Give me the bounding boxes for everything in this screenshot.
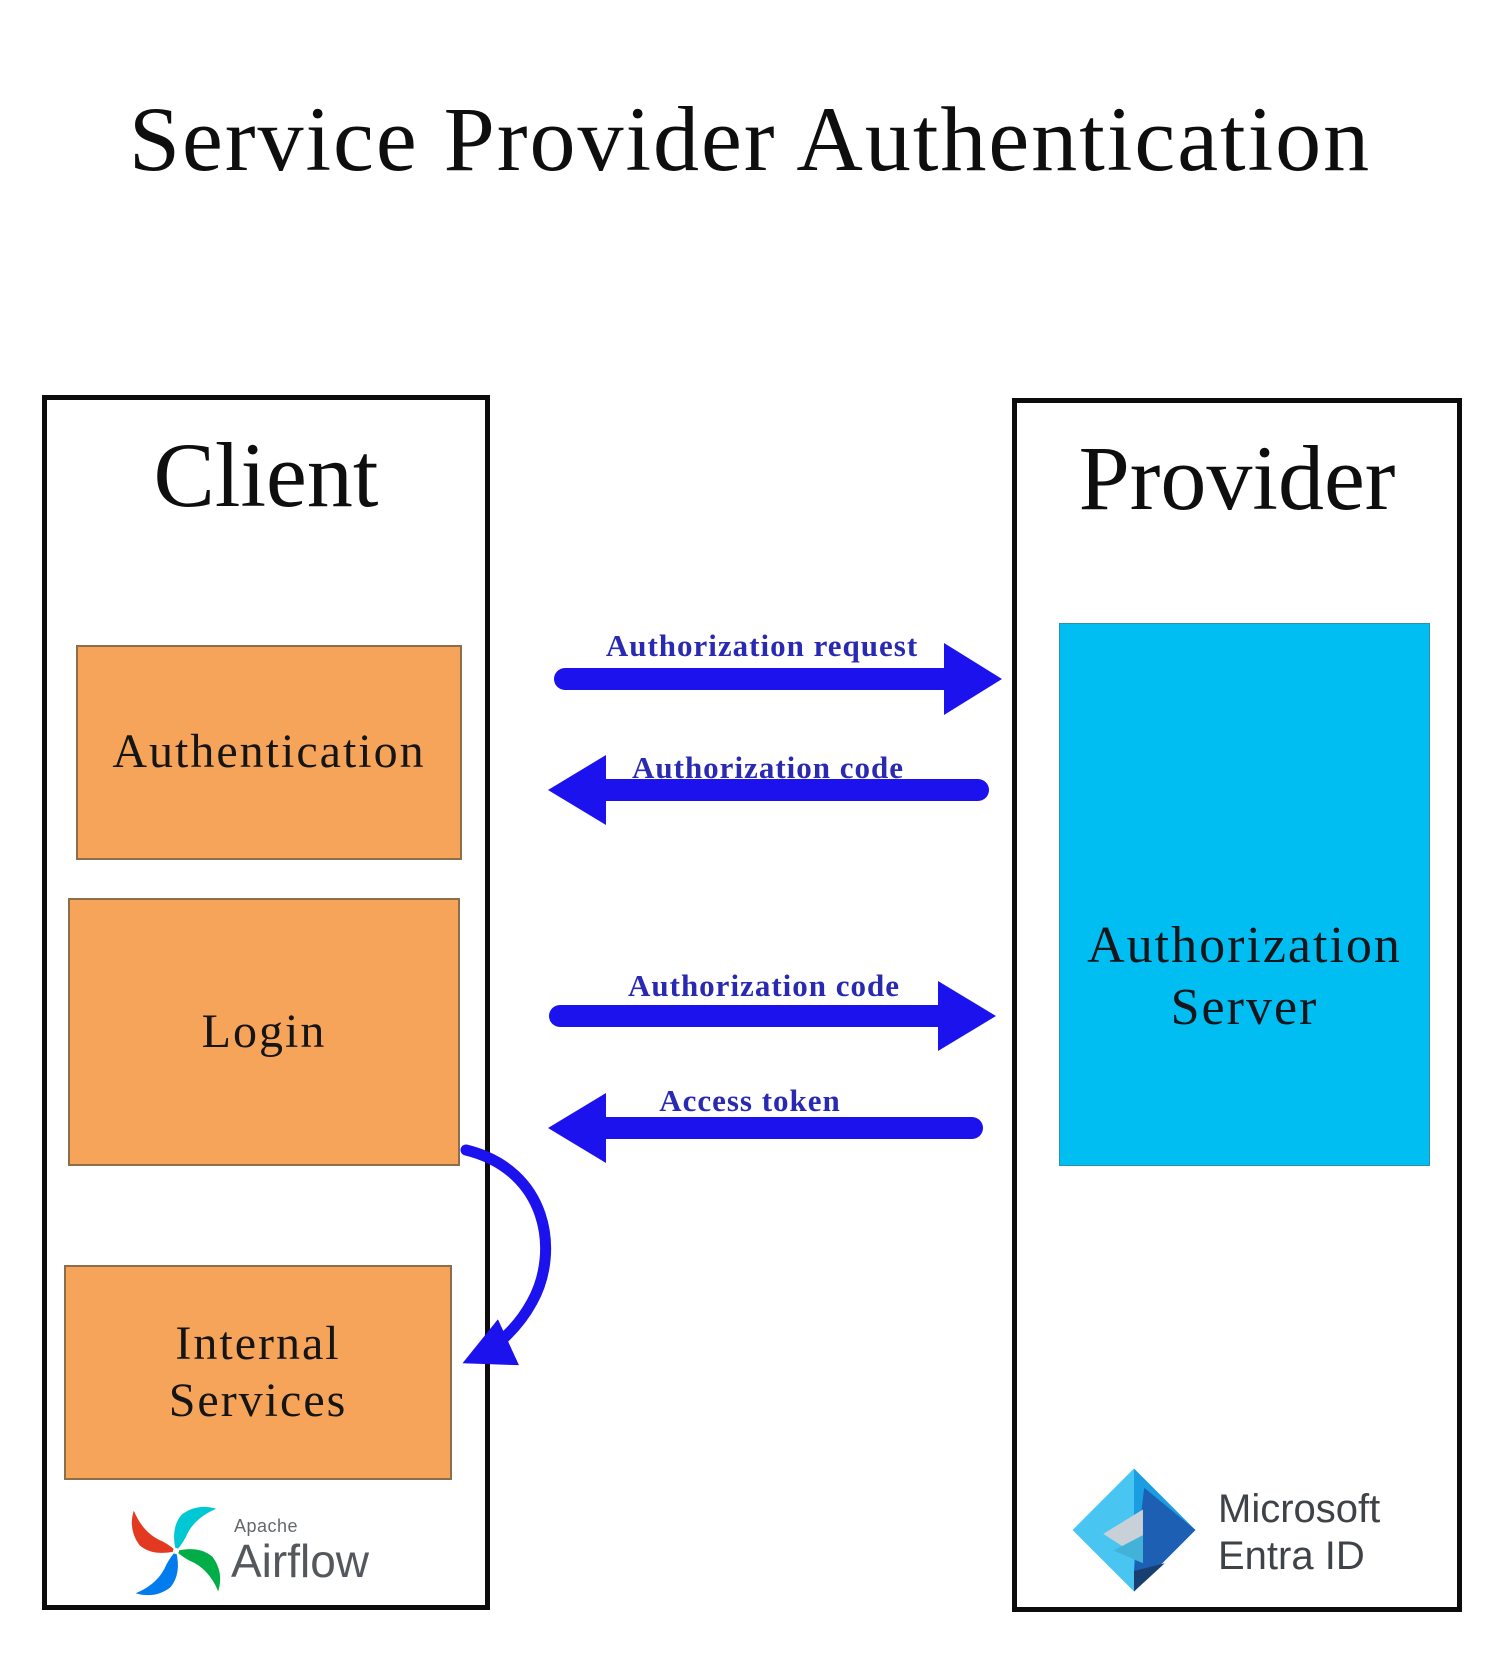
internal-services-label: Internal Services [168, 1316, 348, 1427]
client-title: Client [153, 424, 379, 526]
arrow-label-access-token: Access token [659, 1083, 841, 1118]
arrow-left-head-icon [548, 755, 606, 825]
arrow-left-head-icon [548, 1093, 606, 1163]
authentication-label: Authentication [112, 725, 426, 779]
microsoft-label: Microsoft [1218, 1487, 1381, 1531]
arrow-right-head-icon [944, 643, 1002, 715]
page-title: Service Provider Authentication [128, 88, 1372, 190]
entra-id-label: Entra ID [1218, 1534, 1365, 1578]
arrow-label-authorization-code-send: Authorization code [627, 968, 901, 1003]
authorization-server-label: Authorization Server [1087, 916, 1402, 1036]
entra-id-wordmark: Microsoft Entra ID [1218, 1486, 1380, 1580]
arrow-right-head-icon [938, 981, 996, 1051]
airflow-pinwheel-icon [131, 1506, 221, 1596]
arrow-label-authorization-request: Authorization request [605, 628, 919, 663]
authorization-server-box: Authorization Server [1059, 623, 1430, 1166]
login-label: Login [201, 1004, 327, 1058]
internal-services-box: Internal Services [64, 1265, 452, 1480]
airflow-label: Airflow [231, 1535, 370, 1587]
login-box: Login [68, 898, 460, 1166]
apache-label: Apache [234, 1516, 299, 1536]
authentication-box: Authentication [76, 645, 462, 860]
provider-title: Provider [1078, 427, 1396, 529]
arrow-label-authorization-code-return: Authorization code [631, 750, 905, 785]
entra-id-icon [1072, 1468, 1196, 1592]
